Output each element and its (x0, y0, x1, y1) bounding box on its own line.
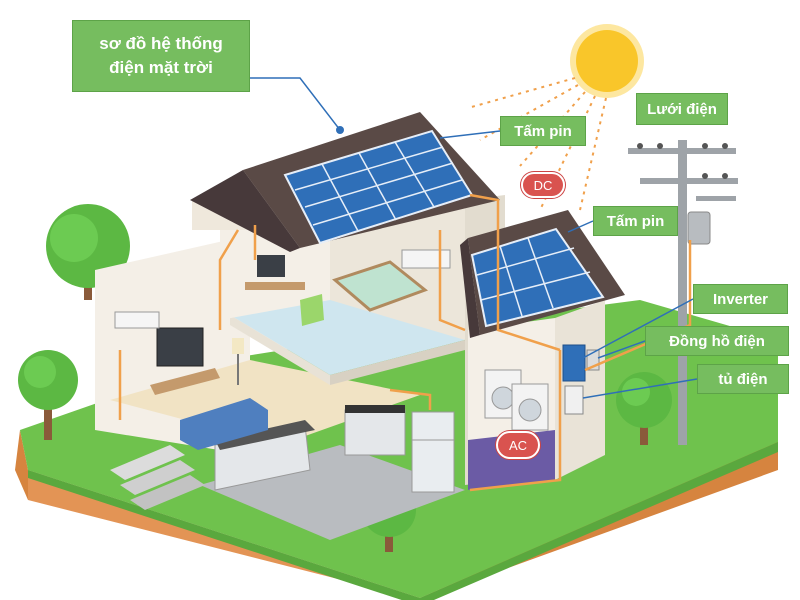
roof-left-edge (190, 170, 300, 252)
sun-disc (576, 30, 638, 92)
callout-lines (250, 77, 698, 399)
label-solar-panel-roof: Tấm pin (500, 116, 586, 146)
wire (218, 229, 240, 330)
label-grid: Lưới điện (636, 93, 728, 125)
inverter-device (562, 344, 586, 382)
wire (584, 240, 692, 372)
title-line-1: sơ đồ hệ thống (99, 34, 223, 53)
utility-appliances (484, 344, 600, 431)
tv (156, 327, 204, 367)
label-meter: Đồng hồ điện (645, 326, 789, 356)
badge-dc: DC (521, 172, 565, 198)
living-room-furniture (114, 311, 268, 450)
title-leader (250, 77, 341, 131)
panel1-leader (439, 130, 501, 139)
tree-left-front (18, 350, 78, 440)
desk (245, 282, 305, 290)
diagram-title: sơ đồ hệ thống điện mặt trời (72, 20, 250, 92)
bedroom-furniture (245, 249, 451, 326)
cabinet-device (564, 385, 584, 415)
lamp (232, 338, 244, 354)
bed (331, 260, 429, 312)
solar-panel-right (470, 227, 605, 328)
right-roof-edge (460, 238, 480, 338)
sun-ray (479, 84, 579, 141)
sun-ray (579, 97, 607, 211)
soil-left (15, 430, 28, 500)
air-conditioner-living (114, 311, 160, 329)
sofa (180, 398, 268, 450)
air-conditioner-bedroom (401, 249, 451, 269)
inverter-leader (582, 298, 694, 359)
wiring (118, 193, 692, 492)
wire (438, 230, 466, 332)
wire (469, 193, 561, 352)
sun-ray (467, 77, 576, 109)
upper-floor-edge-2 (330, 340, 465, 385)
wire (389, 388, 432, 410)
badge-ac: AC (496, 431, 540, 459)
chair (300, 294, 324, 326)
label-inverter: Inverter (693, 284, 788, 314)
sun (570, 24, 644, 98)
title-line-2: điện mặt trời (109, 58, 213, 77)
wire (469, 350, 562, 492)
tv-stand (150, 368, 220, 395)
meter-leader (597, 340, 646, 359)
label-cabinet: tủ điện (697, 364, 789, 394)
stove (345, 405, 405, 413)
cabinet-leader (582, 378, 698, 399)
label-solar-panel-side: Tấm pin (593, 206, 678, 236)
kitchen-counter-top (215, 420, 315, 450)
fridge (411, 411, 455, 493)
grass-shade (28, 442, 778, 600)
kitchen-cabinet (344, 409, 406, 456)
kitchen (200, 405, 465, 540)
title-leader-dot (336, 126, 344, 134)
panel2-leader (567, 220, 594, 233)
upper-floor-edge (230, 315, 330, 385)
utility-pole (628, 140, 738, 445)
monitor (257, 255, 285, 277)
entry-stairs (110, 445, 205, 510)
